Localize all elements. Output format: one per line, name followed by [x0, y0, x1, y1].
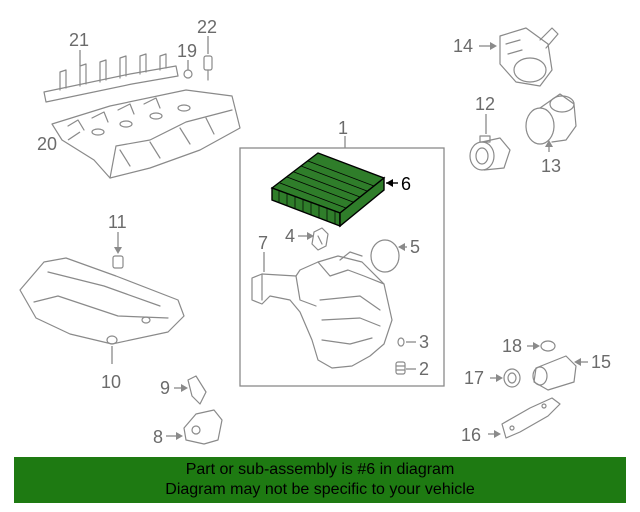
footer-line-2: Diagram may not be specific to your vehi… [165, 481, 475, 498]
callout-12: 12 [475, 94, 495, 114]
parts-diagram: 1 6 7 [19, 17, 611, 447]
callout-15: 15 [591, 352, 611, 372]
callout-10: 10 [101, 372, 121, 392]
grommet-part-3 [397, 337, 405, 347]
assembly-1-box [239, 147, 445, 387]
part-19 [183, 69, 193, 79]
seal-ring-part-5 [370, 239, 400, 273]
callout-18: 18 [502, 336, 522, 356]
intake-boot-part-14 [499, 27, 559, 87]
callout-19: 19 [177, 41, 197, 61]
callout-22: 22 [197, 17, 217, 37]
callout-3: 3 [419, 332, 429, 352]
footer-line-1: Part or sub-assembly is #6 in diagram [185, 461, 455, 478]
mount-part-8 [183, 409, 223, 445]
air-filter-part-6[interactable] [270, 152, 386, 228]
callout-17: 17 [464, 368, 484, 388]
valve-part-15 [532, 355, 577, 391]
spring-part-2 [395, 361, 406, 375]
air-box-housing [251, 251, 393, 369]
callout-6: 6 [401, 174, 411, 194]
callout-1: 1 [338, 118, 348, 138]
sensor-part-22 [203, 55, 213, 81]
clip-part-4 [311, 227, 329, 251]
callout-2: 2 [419, 359, 429, 379]
callout-5: 5 [410, 237, 420, 257]
bolt-part-11 [112, 255, 124, 269]
callout-20: 20 [37, 134, 57, 154]
callout-7: 7 [258, 233, 268, 253]
callout-14: 14 [453, 36, 473, 56]
callout-11: 11 [108, 212, 127, 232]
ring-part-17 [503, 368, 521, 388]
intake-manifold [51, 89, 241, 179]
callout-8: 8 [153, 427, 163, 447]
boot-part-13 [525, 93, 577, 145]
callout-16: 16 [461, 425, 481, 445]
bracket-part-16 [501, 397, 561, 439]
callout-21: 21 [69, 30, 89, 50]
maf-sensor-part-12 [469, 135, 511, 171]
footer-banner: Part or sub-assembly is #6 in diagram Di… [14, 457, 626, 503]
callout-9: 9 [160, 378, 170, 398]
fuel-rail-part-21 [43, 53, 179, 103]
engine-cover-part-10 [19, 257, 185, 345]
part-18 [540, 340, 556, 352]
bracket-part-9 [187, 375, 207, 405]
callout-13: 13 [541, 156, 561, 176]
callout-4: 4 [285, 226, 295, 246]
